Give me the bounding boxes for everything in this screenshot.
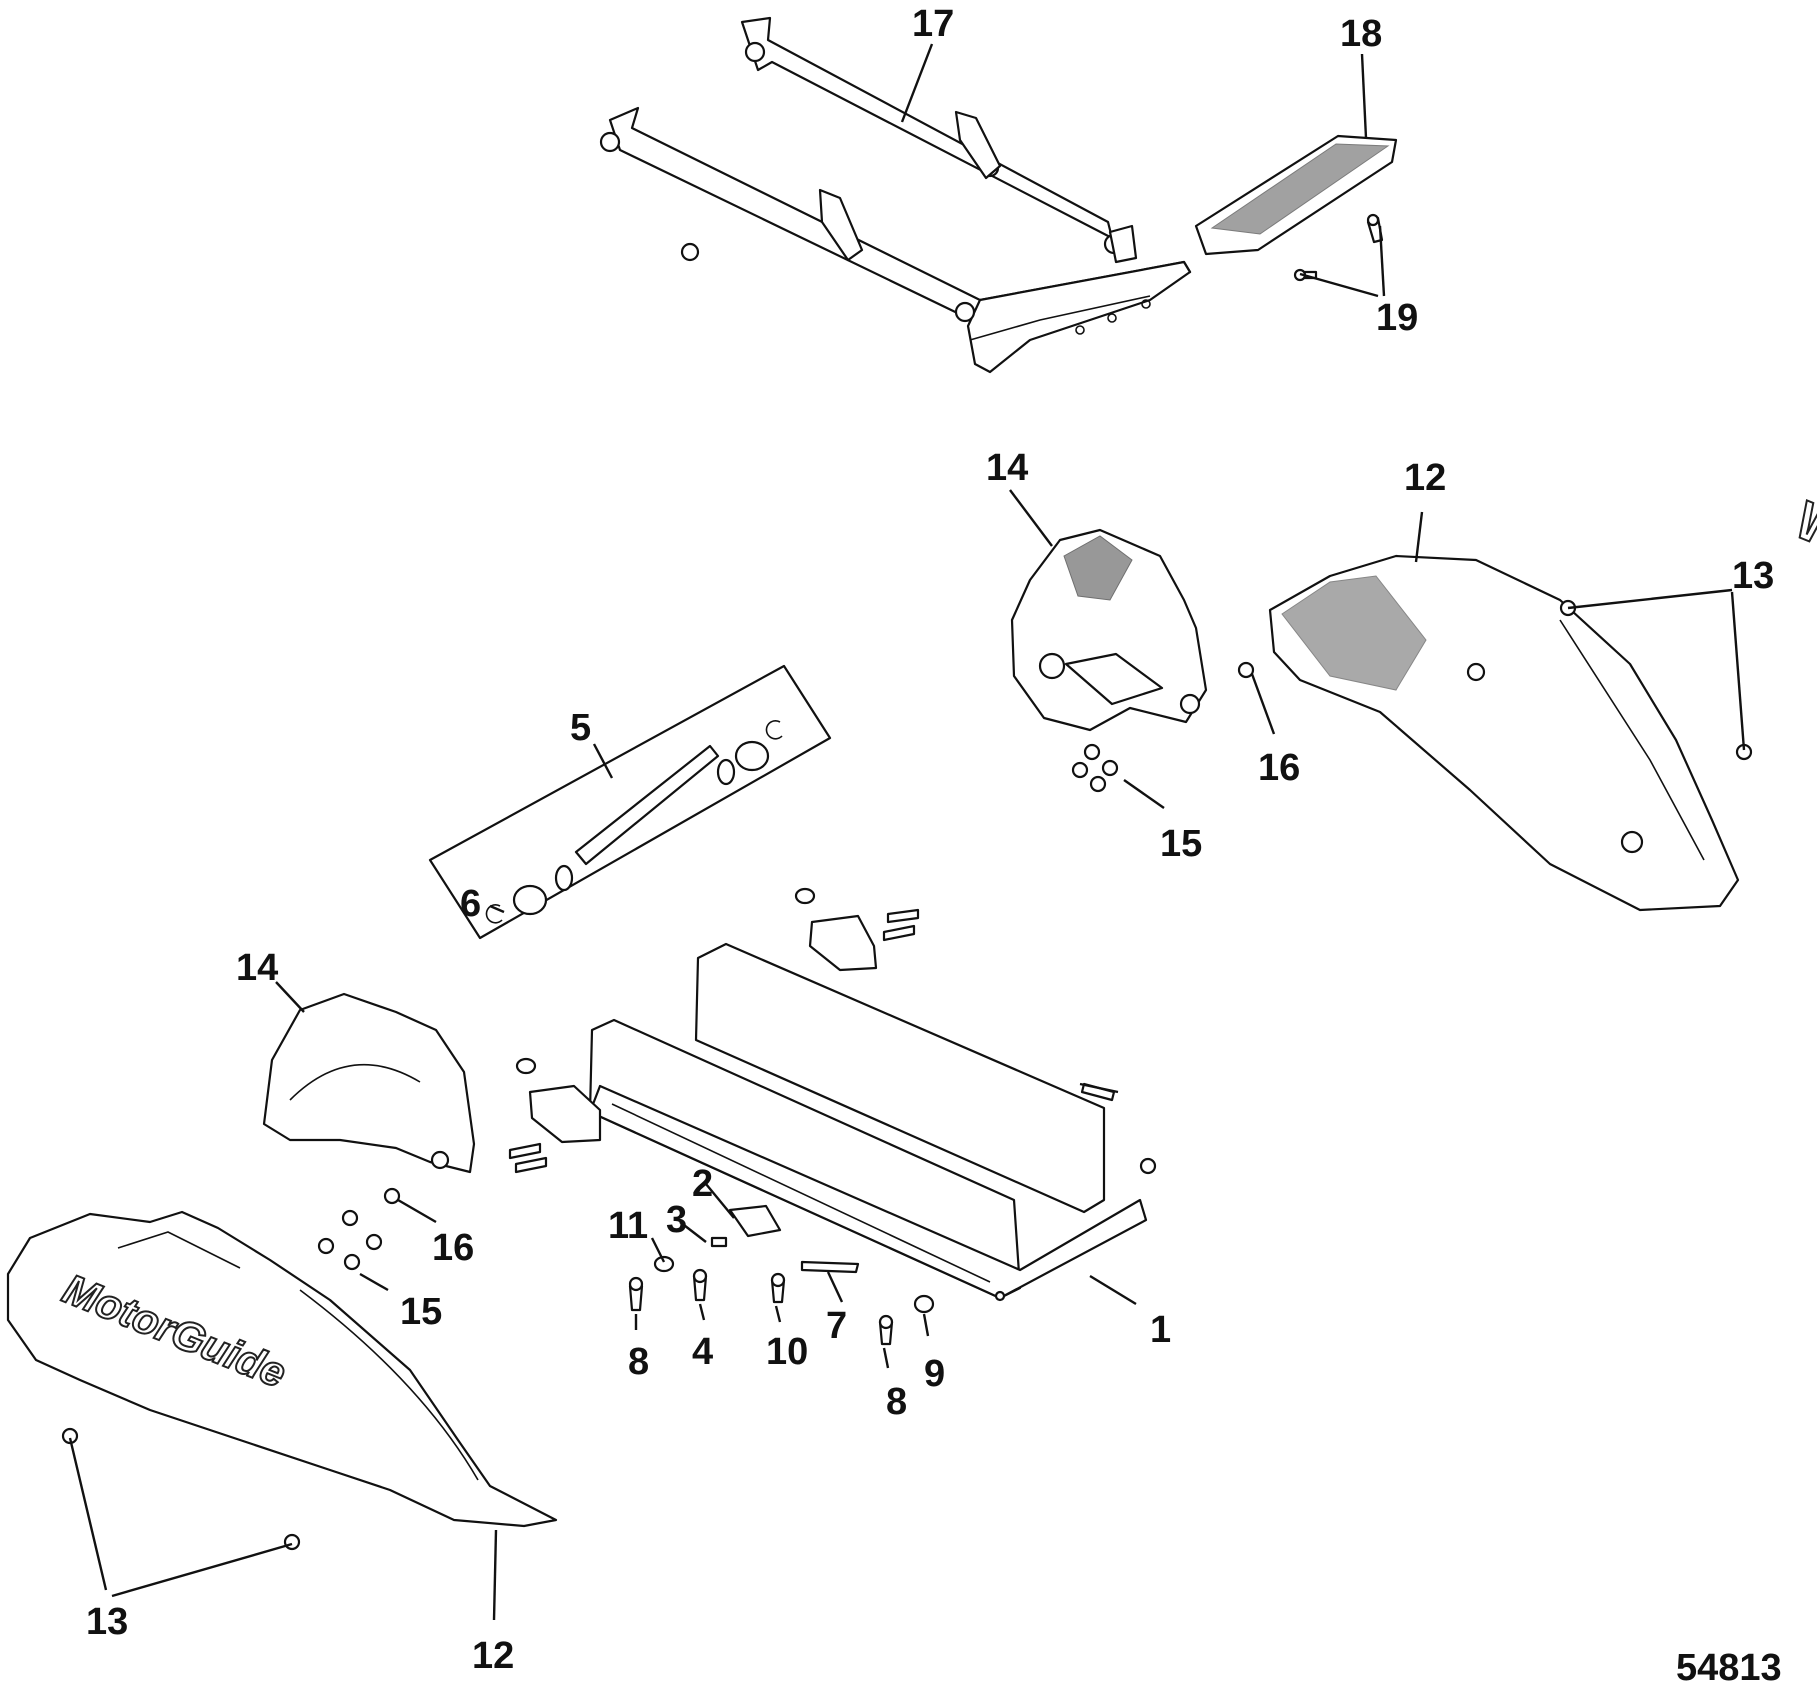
- callout-7: 7: [826, 1305, 847, 1347]
- callout-12-right: 12: [1404, 457, 1446, 499]
- brand-decal-mirrored: MotorGuide: [1787, 488, 1817, 659]
- callout-10: 10: [766, 1331, 808, 1373]
- callout-11: 11: [608, 1205, 648, 1247]
- callout-16-left: 16: [432, 1227, 474, 1269]
- callout-12-left: 12: [472, 1635, 514, 1677]
- brand-decal-mirrored-text: MotorGuide: [1788, 489, 1817, 658]
- pedal-screws-part: [1293, 213, 1384, 282]
- left-side-hood-part: MotorGuide: [6, 1210, 558, 1528]
- callout-2: 2: [692, 1163, 713, 1205]
- figure-number: 54813: [1676, 1647, 1782, 1689]
- callout-14-left: 14: [236, 947, 278, 989]
- callout-5: 5: [570, 707, 591, 749]
- callout-9: 9: [924, 1353, 945, 1395]
- callout-15-left: 15: [400, 1291, 442, 1333]
- kit-box-part: [428, 664, 832, 940]
- callout-labels: 17 18 19 14 12 13 16 15 5 6 14 1 2 3 11 …: [86, 3, 1782, 1689]
- clamp-block-part: [508, 887, 920, 1174]
- callout-15-right: 15: [1160, 823, 1202, 865]
- callout-8-right: 8: [886, 1381, 907, 1423]
- left-side-cover-part: [262, 992, 476, 1174]
- small-hardware-part: [628, 1082, 1119, 1346]
- right-side-cover-part: [1010, 528, 1208, 732]
- callout-19: 19: [1376, 297, 1418, 339]
- callout-8-left: 8: [628, 1341, 649, 1383]
- leader-lines: [68, 43, 1746, 1621]
- callout-14-right: 14: [986, 447, 1028, 489]
- pedal-grip-part: [1194, 134, 1398, 256]
- callout-17: 17: [912, 3, 954, 45]
- right-side-hood-part: [1268, 554, 1740, 912]
- pedal-frame-part: [599, 16, 1192, 374]
- callout-13-right: 13: [1732, 555, 1774, 597]
- callout-3: 3: [666, 1199, 687, 1241]
- callout-6: 6: [460, 883, 481, 925]
- callout-18: 18: [1340, 13, 1382, 55]
- base-plate-part: [588, 942, 1157, 1302]
- callout-4: 4: [692, 1331, 713, 1373]
- callout-13-left: 13: [86, 1601, 128, 1643]
- callout-1: 1: [1150, 1309, 1171, 1351]
- callout-16-right: 16: [1258, 747, 1300, 789]
